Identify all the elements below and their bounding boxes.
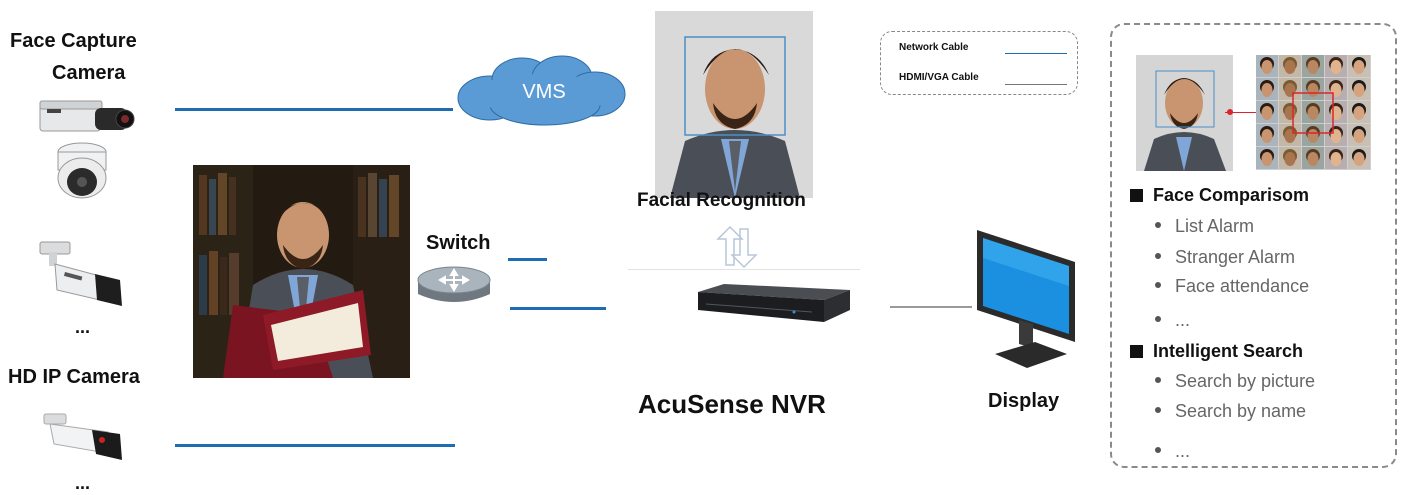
- intelligent-search-section-title: Intelligent Search: [1130, 341, 1303, 362]
- switch-label: Switch: [426, 232, 491, 254]
- face-comparison-section-title: Face Comparisom: [1130, 185, 1309, 206]
- ellipsis-top: ...: [75, 317, 91, 337]
- feature-item: ...: [1155, 310, 1190, 331]
- legend-network-cable-swatch: [1005, 53, 1067, 54]
- sync-arrows-icon: [716, 225, 758, 269]
- display-label: Display: [988, 390, 1060, 412]
- hd-ip-camera-title: HD IP Camera: [8, 366, 140, 388]
- feature-item: ...: [1155, 441, 1190, 462]
- bullet-dot-icon: [1155, 377, 1161, 383]
- vms-label: VMS: [522, 81, 565, 103]
- feature-item: Face attendance: [1155, 276, 1309, 297]
- bullet-dot-icon: [1155, 316, 1161, 322]
- box-camera-icon: [39, 100, 135, 132]
- feature-item-text: Face attendance: [1175, 276, 1310, 296]
- vms-cloud[interactable]: VMS: [450, 50, 635, 130]
- network-cable-line: [175, 444, 455, 447]
- nvr-icon[interactable]: [694, 282, 854, 328]
- face-comparison-title: Face Comparisom: [1153, 185, 1310, 205]
- network-cable-line: [508, 258, 547, 261]
- bullet-dot-icon: [1155, 407, 1161, 413]
- feature-item-text: List Alarm: [1175, 216, 1255, 236]
- ellipsis-bottom: ...: [75, 473, 91, 493]
- face-crop-photo: [1136, 55, 1233, 171]
- network-cable-line: [175, 108, 453, 111]
- feature-item: Search by name: [1155, 401, 1306, 422]
- legend-hdmi-cable-label: HDMI/VGA Cable: [899, 72, 979, 83]
- cable-legend: Network Cable HDMI/VGA Cable: [880, 31, 1078, 95]
- feature-panel: [1110, 23, 1397, 468]
- bullet-dot-icon: [1155, 282, 1161, 288]
- face-match-highlight: [1292, 92, 1334, 134]
- square-bullet-icon: [1130, 345, 1143, 358]
- square-bullet-icon: [1130, 189, 1143, 202]
- face-capture-title-line1: Face Capture: [10, 30, 137, 52]
- monitor-icon[interactable]: [975, 226, 1080, 371]
- feature-item-text: Search by name: [1175, 401, 1307, 421]
- bullet-dot-icon: [1155, 222, 1161, 228]
- legend-hdmi-cable-swatch: [1005, 84, 1067, 85]
- bullet-camera-icon: [43, 413, 122, 460]
- feature-item: Stranger Alarm: [1155, 247, 1295, 268]
- feature-item: List Alarm: [1155, 216, 1254, 237]
- feature-item: Search by picture: [1155, 371, 1315, 392]
- bullet-camera-icon: [39, 241, 122, 306]
- reader-photo: [193, 165, 410, 378]
- feature-item-text: ...: [1175, 310, 1191, 330]
- bullet-dot-icon: [1155, 447, 1161, 453]
- nvr-label: AcuSense NVR: [638, 389, 826, 419]
- feature-item-text: Search by picture: [1175, 371, 1316, 391]
- feature-item-text: ...: [1175, 441, 1191, 461]
- face-capture-title-line2: Camera: [52, 62, 126, 84]
- face-gallery-grid: [1256, 55, 1371, 170]
- dome-camera-icon: [57, 142, 107, 199]
- router-icon[interactable]: [414, 264, 494, 310]
- network-cable-line: [510, 307, 606, 310]
- facial-recognition-photo: [655, 11, 813, 198]
- divider: [628, 269, 860, 270]
- facial-recognition-label: Facial Recognition: [637, 190, 806, 211]
- feature-item-text: Stranger Alarm: [1175, 247, 1296, 267]
- legend-network-cable-label: Network Cable: [899, 42, 969, 53]
- match-connector-dot: [1227, 109, 1233, 115]
- hdmi-cable-line: [890, 306, 972, 308]
- bullet-dot-icon: [1155, 253, 1161, 259]
- intelligent-search-title: Intelligent Search: [1153, 341, 1304, 361]
